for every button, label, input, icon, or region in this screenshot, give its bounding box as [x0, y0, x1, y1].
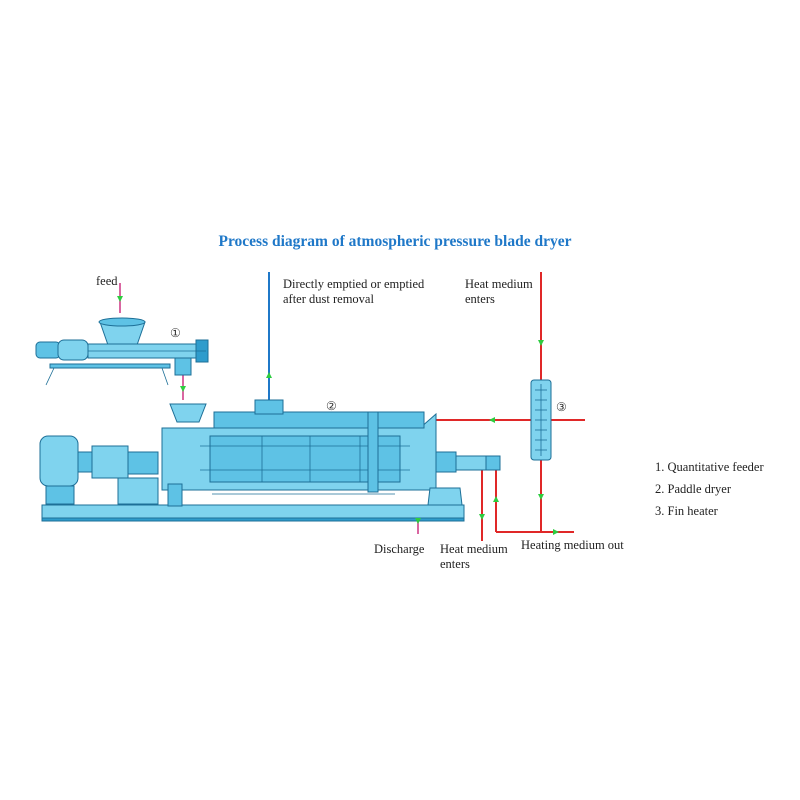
- label-heating-out: Heating medium out: [521, 538, 624, 552]
- legend-item: 1. Quantitative feeder: [655, 460, 764, 474]
- label-heat-in-top-1: Heat medium: [465, 277, 533, 291]
- label-heat-in-bottom-2: enters: [440, 557, 470, 571]
- flow-arrows: [117, 296, 559, 535]
- legend-item: 2. Paddle dryer: [655, 482, 732, 496]
- paddle-dryer: [39, 399, 501, 522]
- diagram-title: Process diagram of atmospheric pressure …: [218, 233, 571, 250]
- marker-heater: ③: [556, 400, 567, 414]
- marker-feeder: ①: [170, 326, 181, 340]
- legend-item: 3. Fin heater: [655, 504, 719, 518]
- label-feed: feed: [96, 274, 118, 288]
- quantitative-feeder: [35, 317, 209, 386]
- marker-dryer: ②: [326, 399, 337, 413]
- label-exhaust-1: Directly emptied or emptied: [283, 277, 425, 291]
- fin-heater: [530, 379, 552, 461]
- label-heat-in-top-2: enters: [465, 292, 495, 306]
- label-heat-in-bottom-1: Heat medium: [440, 542, 508, 556]
- label-discharge: Discharge: [374, 542, 425, 556]
- legend: 1. Quantitative feeder 2. Paddle dryer 3…: [655, 460, 764, 518]
- label-exhaust-2: after dust removal: [283, 292, 374, 306]
